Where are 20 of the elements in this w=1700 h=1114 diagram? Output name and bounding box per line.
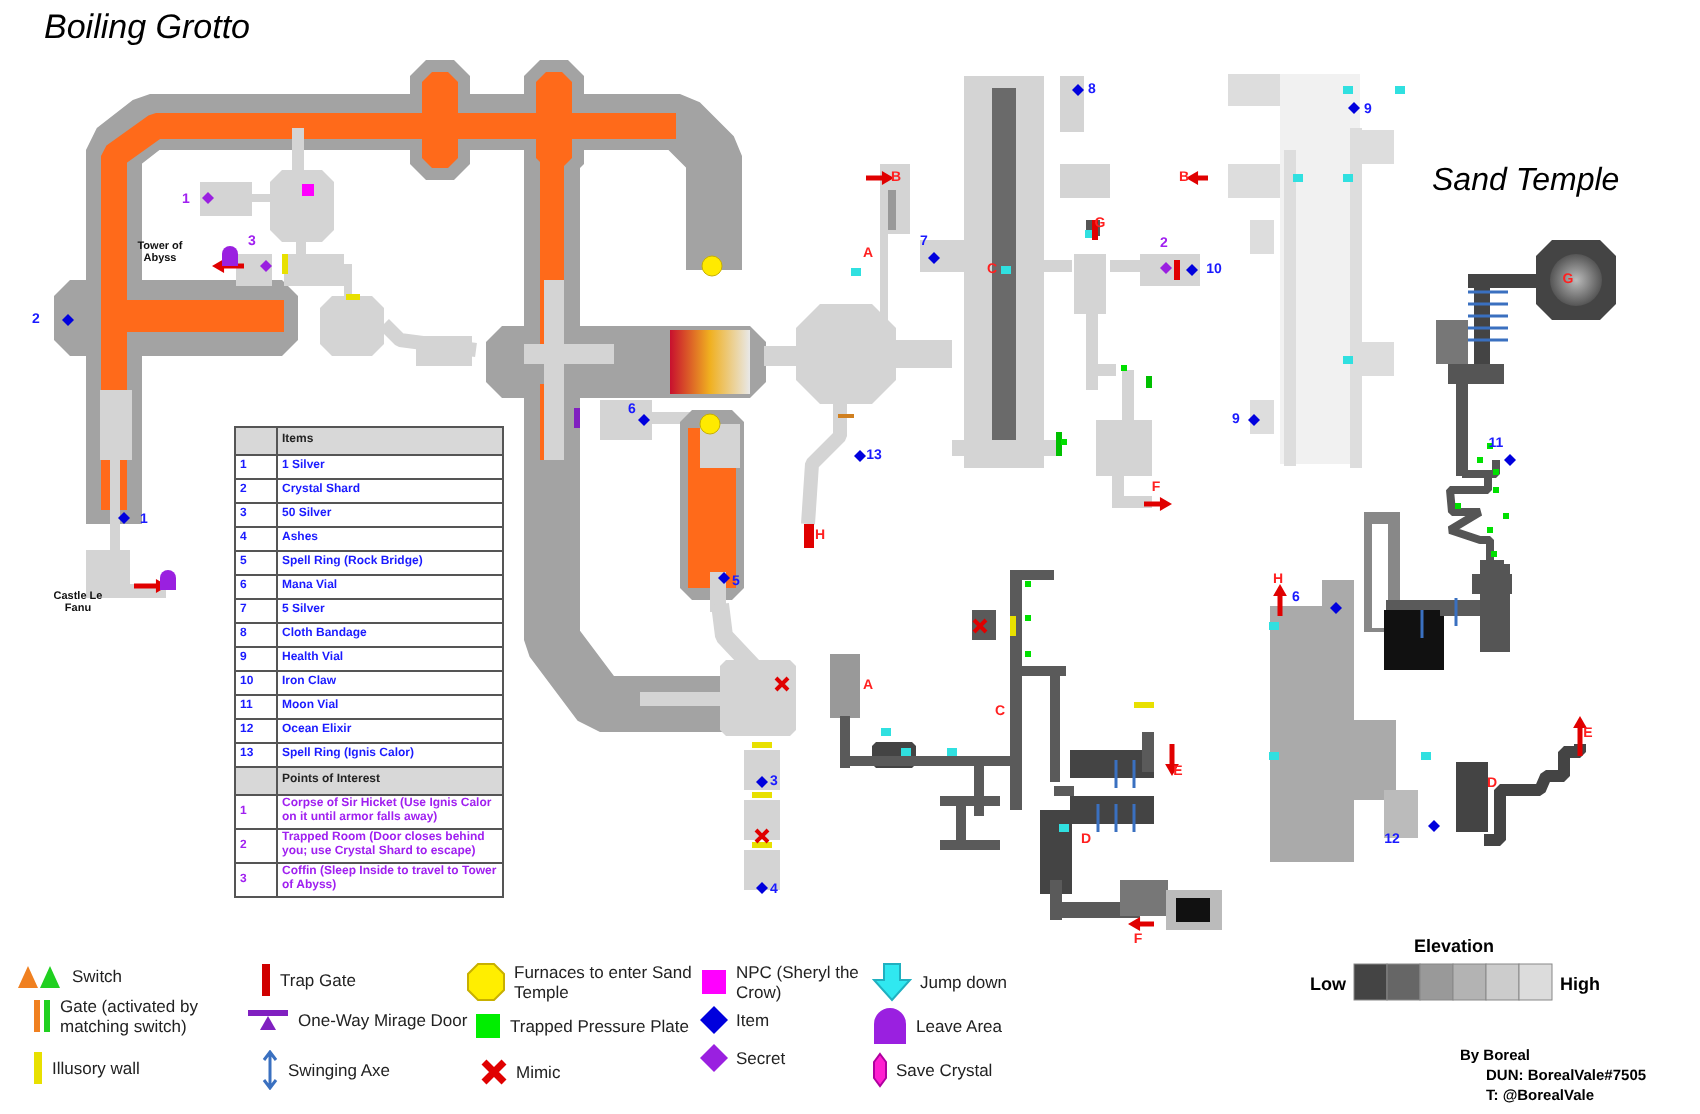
- legend-label: One-Way Mirage Door: [298, 1010, 470, 1030]
- scale-label: High: [1560, 974, 1600, 994]
- legend-label: Gate (activated by matching switch): [60, 996, 200, 1036]
- legend-label: Leave Area: [916, 1016, 1005, 1036]
- legend-label: Mimic: [516, 1062, 563, 1082]
- legend-label: Trapped Pressure Plate: [510, 1016, 691, 1036]
- scale-title: Elevation: [1414, 936, 1494, 956]
- legend-label: Furnaces to enter Sand Temple: [514, 962, 694, 1002]
- legend-label: Illusory wall: [52, 1058, 142, 1078]
- region-title: Sand Temple: [1432, 164, 1620, 200]
- legend-label: Trap Gate: [280, 970, 358, 990]
- legend-label: Jump down: [920, 972, 1009, 992]
- legend-label: Item: [736, 1010, 772, 1030]
- legend-label: Secret: [736, 1048, 788, 1068]
- legend-label: Switch: [72, 966, 125, 986]
- legend-label: Save Crystal: [896, 1060, 995, 1080]
- map-title: Boiling Grotto: [44, 8, 250, 48]
- scale-label: Low: [1310, 974, 1346, 994]
- legend-label: NPC (Sheryl the Crow): [736, 962, 861, 1002]
- legend-label: Swinging Axe: [288, 1060, 393, 1080]
